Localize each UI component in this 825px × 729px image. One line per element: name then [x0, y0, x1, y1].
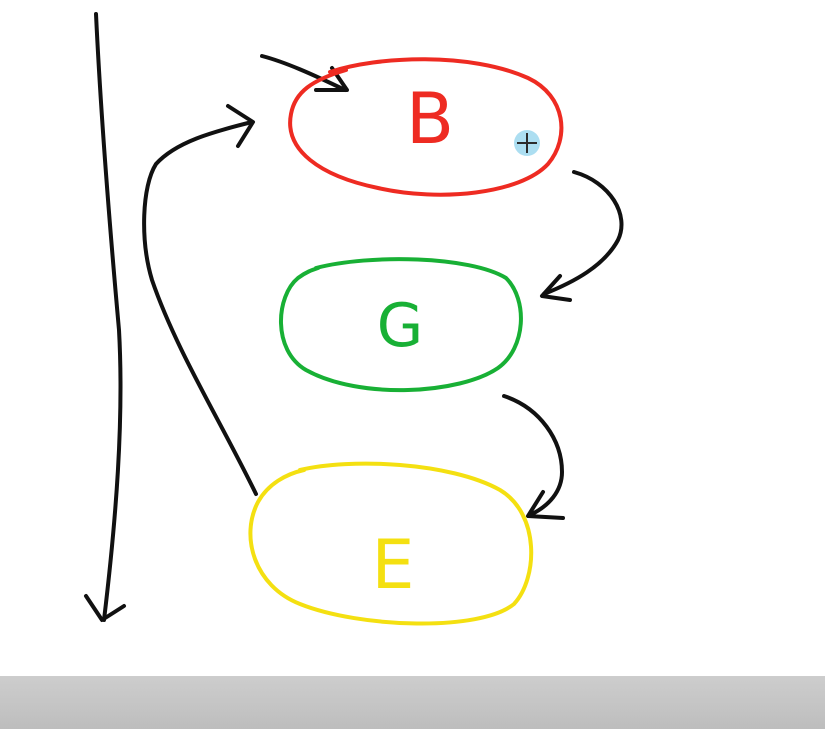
node-b-label: B: [406, 78, 454, 160]
node-g-label: G: [377, 291, 424, 361]
arrow-b-to-g: [540, 170, 624, 302]
timeline-arrow: [84, 12, 126, 622]
node-e[interactable]: E: [248, 461, 534, 626]
arrow-e-to-b: [142, 104, 258, 496]
move-cursor-icon: [514, 130, 540, 156]
node-e-label: E: [372, 526, 415, 605]
arrow-g-to-e: [502, 394, 565, 520]
bottom-toolbar: [0, 676, 825, 729]
node-g[interactable]: G: [279, 257, 523, 393]
node-b[interactable]: B: [288, 57, 564, 197]
arrow-into-b: [260, 54, 349, 92]
